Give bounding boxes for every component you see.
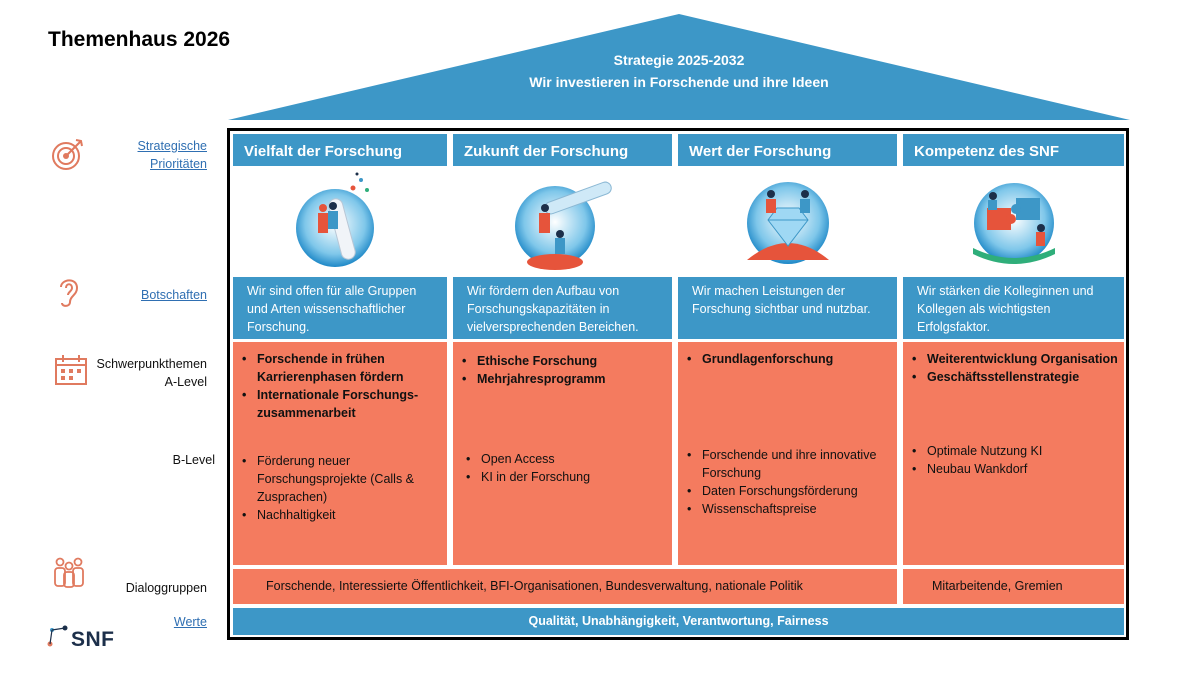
message-zukunft: Wir fördern den Aufbau von Forschungskap…	[453, 277, 672, 339]
content-kompetenz: Weiterentwicklung Organisation Geschäfts…	[903, 342, 1124, 565]
werte-bar: Qualität, Unabhängigkeit, Verantwortung,…	[233, 608, 1124, 635]
target-icon	[52, 139, 83, 170]
snf-logo-icon	[47, 625, 68, 647]
a-level-item: Ethische Forschung	[453, 352, 658, 370]
a-level-list: Weiterentwicklung Organisation Geschäfts…	[903, 350, 1124, 386]
b-level-item: Förderung neuer Forschungsprojekte (Call…	[233, 452, 433, 506]
illustration-zukunft-icon	[514, 181, 612, 270]
b-level-item: KI in der Forschung	[457, 468, 662, 486]
b-level-list: Optimale Nutzung KI Neubau Wankdorf	[903, 442, 1113, 478]
message-wert: Wir machen Leistungen der Forschung sich…	[678, 277, 897, 339]
ear-icon	[60, 279, 79, 307]
column-header-zukunft: Zukunft der Forschung	[453, 134, 672, 166]
roof-line1: Strategie 2025-2032	[613, 52, 745, 68]
b-level-item: Open Access	[457, 450, 662, 468]
a-level-list: Ethische Forschung Mehrjahresprogramm	[453, 352, 658, 388]
b-level-item: Optimale Nutzung KI	[903, 442, 1113, 460]
roof-triangle	[228, 14, 1130, 120]
a-level-item: Forschende in frühen Karrierenphasen för…	[233, 350, 433, 386]
side-label-line: A-Level	[164, 375, 207, 389]
illustration-wert	[678, 168, 897, 274]
content-vielfalt: Forschende in frühen Karrierenphasen för…	[233, 342, 447, 565]
side-label-dialoggruppen: Dialoggruppen	[125, 581, 207, 595]
illustration-wert-icon	[746, 182, 829, 264]
page-title: Themenhaus 2026	[48, 28, 231, 51]
column-header-kompetenz: Kompetenz des SNF	[903, 134, 1124, 166]
b-level-list: Open Access KI in der Forschung	[457, 450, 662, 486]
dialog-groups-main: Forschende, Interessierte Öffentlichkeit…	[233, 569, 897, 604]
side-link-botschaften[interactable]: Botschaften	[140, 288, 207, 302]
a-level-item: Weiterentwicklung Organisation	[903, 350, 1124, 368]
b-level-item: Daten Forschungsförderung	[678, 482, 883, 500]
b-level-item: Nachhaltigkeit	[233, 506, 433, 524]
snf-logo-text: SNF	[71, 628, 115, 651]
content-wert: Grundlagenforschung Forschende und ihre …	[678, 342, 897, 565]
a-level-list: Grundlagenforschung	[678, 350, 883, 368]
roof-line2: Wir investieren in Forschende und ihre I…	[529, 74, 829, 90]
column-header-wert: Wert der Forschung	[678, 134, 897, 166]
a-level-item: Internationale Forschungs-zusammenarbeit	[233, 386, 433, 422]
side-label-b-level: B-Level	[172, 453, 215, 467]
a-level-item: Mehrjahresprogramm	[453, 370, 658, 388]
illustration-kompetenz-icon	[972, 183, 1055, 264]
dialog-groups-internal: Mitarbeitende, Gremien	[903, 569, 1124, 604]
calendar-icon	[55, 355, 87, 385]
a-level-list: Forschende in frühen Karrierenphasen för…	[233, 350, 433, 422]
a-level-item: Grundlagenforschung	[678, 350, 883, 368]
side-label-line: Schwerpunkthemen	[96, 357, 207, 371]
b-level-list: Förderung neuer Forschungsprojekte (Call…	[233, 452, 433, 524]
b-level-item: Forschende und ihre innovative Forschung	[678, 446, 883, 482]
a-level-item: Geschäftsstellenstrategie	[903, 368, 1124, 386]
side-label-line: Prioritäten	[150, 157, 207, 171]
side-label-schwerpunkt: Schwerpunkthemen A-Level	[80, 355, 207, 391]
illustration-vielfalt-icon	[296, 172, 374, 267]
illustration-kompetenz	[903, 168, 1124, 274]
column-header-vielfalt: Vielfalt der Forschung	[233, 134, 447, 166]
illustration-vielfalt	[233, 168, 447, 274]
side-label-line: Strategische	[137, 139, 207, 153]
illustration-zukunft	[453, 168, 672, 274]
content-zukunft: Ethische Forschung Mehrjahresprogramm Op…	[453, 342, 672, 565]
message-kompetenz: Wir stärken die Kolleginnen und Kollegen…	[903, 277, 1124, 339]
people-icon	[54, 557, 84, 588]
b-level-list: Forschende und ihre innovative Forschung…	[678, 446, 883, 518]
side-link-werte[interactable]: Werte	[173, 615, 207, 629]
message-vielfalt: Wir sind offen für alle Gruppen und Arte…	[233, 277, 447, 339]
side-link-strategische-prioritaeten[interactable]: Strategische Prioritäten	[100, 137, 207, 173]
b-level-item: Neubau Wankdorf	[903, 460, 1113, 478]
b-level-item: Wissenschaftspreise	[678, 500, 883, 518]
